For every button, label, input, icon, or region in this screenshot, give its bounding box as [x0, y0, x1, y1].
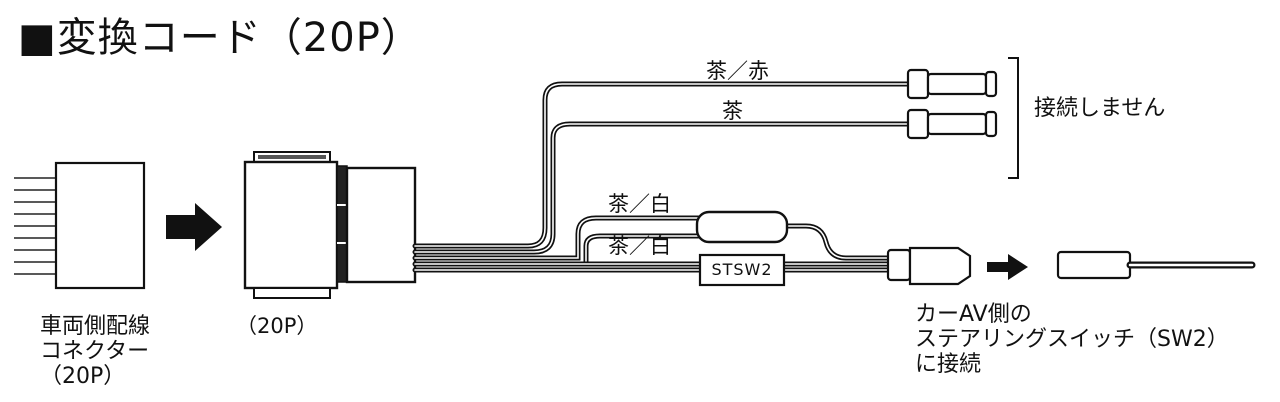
- wire-label-brown-white-lower: 茶／白: [608, 234, 671, 258]
- car-av-caption-line3: に接続: [915, 352, 982, 377]
- no-connect-label: 接続しません: [1034, 96, 1166, 121]
- vehicle-connector-caption-line3: （20P）: [40, 364, 126, 389]
- arrow-right-icon-small: [987, 254, 1028, 280]
- open-plug-brown-red: [906, 68, 998, 100]
- wire-label-brown-red: 茶／赤: [706, 59, 769, 83]
- vehicle-connector-pins: [14, 177, 56, 275]
- vehicle-connector-caption-line1: 車両側配線: [40, 314, 151, 339]
- inline-resistor: [695, 210, 789, 244]
- car-av-socket: [1056, 250, 1132, 280]
- car-av-caption-line1: カーAV側の: [915, 302, 1032, 327]
- vehicle-connector-caption-line2: コネクター: [40, 339, 150, 364]
- stsw2-label: STSW2: [711, 260, 773, 279]
- no-connect-bracket: [1008, 57, 1019, 179]
- car-av-caption-line2: ステアリングスイッチ（SW2）: [915, 327, 1229, 352]
- vehicle-connector-caption: 車両側配線 コネクター （20P）: [40, 314, 150, 389]
- wire-label-brown-white-upper: 茶／白: [608, 192, 671, 216]
- diagram-title: ■変換コード（20P）: [18, 15, 422, 61]
- wire-label-brown: 茶: [722, 99, 743, 123]
- open-plug-brown: [906, 108, 998, 140]
- car-av-caption: カーAV側の ステアリングスイッチ（SW2） に接続: [915, 302, 1229, 377]
- harness-connector: [243, 151, 417, 299]
- harness-connector-caption: （20P）: [236, 314, 318, 338]
- stsw2-tube: [698, 253, 786, 287]
- sw2-plug: [886, 246, 972, 286]
- arrow-right-icon: [166, 203, 222, 251]
- vehicle-connector: [54, 161, 146, 290]
- wires: [412, 81, 913, 273]
